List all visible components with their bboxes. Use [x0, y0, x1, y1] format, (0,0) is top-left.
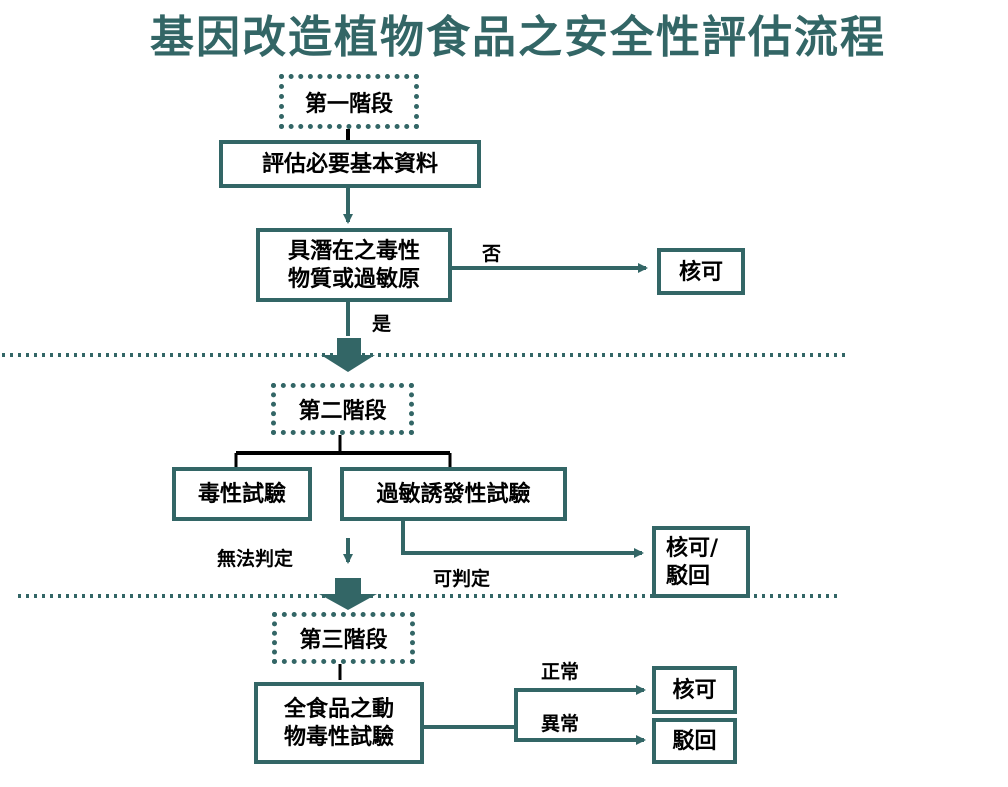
stage1-label-text: 第一階段 — [304, 90, 393, 117]
toxic-question-line2: 物質或過敏原 — [287, 266, 420, 292]
approve-reject-line1: 核可/ — [666, 535, 719, 561]
stage1-label: 第一階段 — [279, 74, 419, 129]
arrow-normal — [514, 685, 646, 727]
stage3-label-text: 第三階段 — [299, 627, 388, 653]
abnormal-label: 異常 — [541, 713, 580, 735]
animal-test-line1: 全食品之動 — [283, 696, 394, 722]
animal-test-line2: 物毒性試驗 — [283, 724, 394, 750]
stage2-label-text: 第二階段 — [298, 398, 387, 424]
toxicity-test-box: 毒性試驗 — [172, 467, 312, 521]
stage3-label: 第三階段 — [272, 612, 415, 664]
yes-label: 是 — [372, 313, 392, 335]
allergy-test-text: 過敏誘發性試驗 — [376, 481, 531, 507]
toxic-question-box: 具潛在之毒性 物質或過敏原 — [256, 228, 452, 302]
arrow-abnormal — [514, 727, 646, 745]
approve-text-3: 核可 — [672, 677, 717, 703]
toxic-question-line1: 具潛在之毒性 — [287, 238, 420, 264]
page-title: 基因改造植物食品之安全性評估流程 — [150, 12, 886, 63]
basic-data-text: 評估必要基本資料 — [261, 151, 438, 177]
animal-test-box: 全食品之動 物毒性試驗 — [254, 682, 424, 764]
approve-box-3: 核可 — [652, 666, 737, 714]
approve-box-1: 核可 — [657, 248, 745, 295]
approve-reject-box: 核可/ 駁回 — [652, 526, 750, 598]
cannot-judge-label: 無法判定 — [217, 548, 294, 570]
reject-text-3: 駁回 — [672, 728, 717, 754]
approve-reject-line2: 駁回 — [666, 563, 711, 589]
stage2-label: 第二階段 — [271, 383, 414, 435]
reject-box-3: 駁回 — [652, 718, 737, 764]
no-label: 否 — [482, 243, 502, 265]
can-judge-label: 可判定 — [433, 568, 491, 590]
arrow-can-judge — [401, 520, 644, 558]
toxicity-test-text: 毒性試驗 — [197, 481, 286, 507]
approve-text-1: 核可 — [678, 258, 723, 285]
allergy-test-box: 過敏誘發性試驗 — [340, 467, 567, 521]
normal-label: 正常 — [541, 661, 580, 683]
basic-data-box: 評估必要基本資料 — [219, 140, 481, 188]
